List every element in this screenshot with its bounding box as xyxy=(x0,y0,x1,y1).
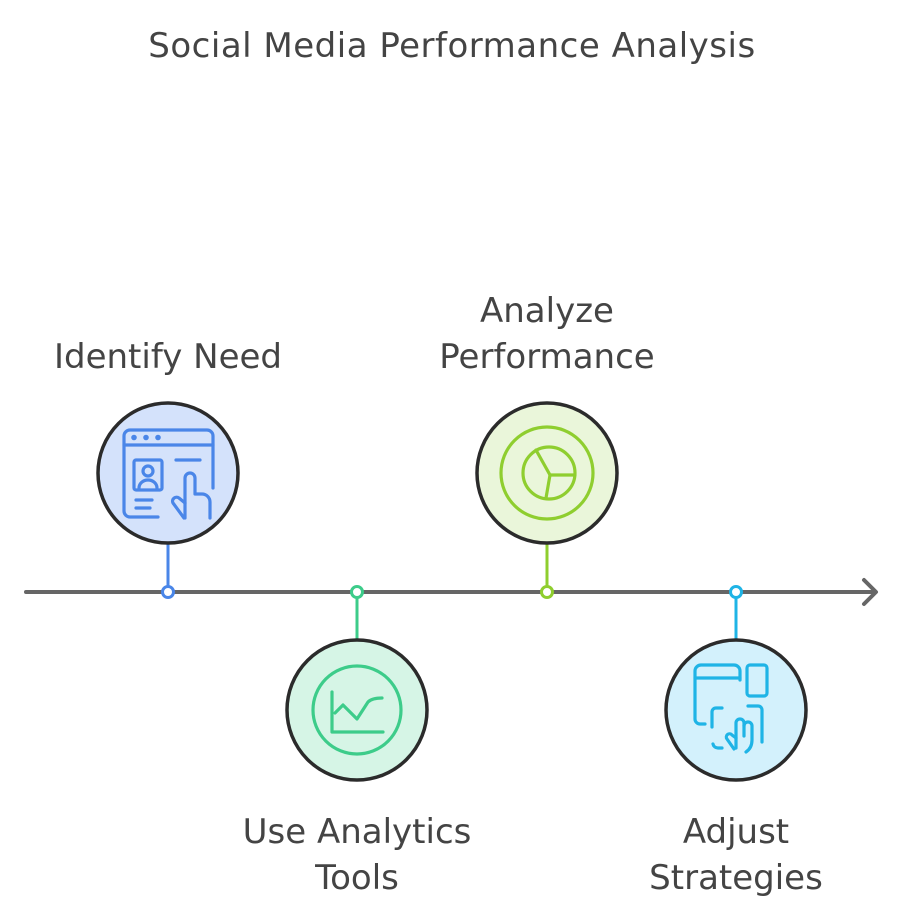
timeline-marker xyxy=(350,585,364,599)
label-line: Analyze xyxy=(480,291,614,331)
step-circle xyxy=(475,401,619,545)
step-circle xyxy=(285,638,429,782)
step-analyze-performance xyxy=(475,401,619,599)
step-use-analytics-tools xyxy=(285,585,429,782)
step-label-analyze-performance: Analyze Performance xyxy=(397,288,697,380)
timeline-marker xyxy=(729,585,743,599)
label-line: Adjust xyxy=(682,812,790,852)
label-line: Strategies xyxy=(649,858,823,898)
step-label-use-analytics-tools: Use Analytics Tools xyxy=(207,809,507,901)
timeline-arrowhead xyxy=(862,578,878,606)
pie-chart-icon xyxy=(499,425,595,521)
label-line: Identify Need xyxy=(53,337,282,377)
label-line: Use Analytics xyxy=(242,812,472,852)
step-identify-need xyxy=(96,401,240,599)
multi-device-touch-icon xyxy=(693,663,769,754)
step-label-adjust-strategies: Adjust Strategies xyxy=(586,809,886,901)
line-chart-icon xyxy=(311,664,403,756)
timeline-marker xyxy=(540,585,554,599)
label-line: Performance xyxy=(439,337,655,377)
label-line: Tools xyxy=(315,858,399,898)
diagram-title: Social Media Performance Analysis xyxy=(148,26,756,66)
step-adjust-strategies xyxy=(664,585,808,782)
timeline-marker xyxy=(161,585,175,599)
step-circle xyxy=(96,401,240,545)
web-profile-touch-icon xyxy=(122,428,215,520)
step-label-identify-need: Identify Need xyxy=(18,334,318,380)
step-circle xyxy=(664,638,808,782)
